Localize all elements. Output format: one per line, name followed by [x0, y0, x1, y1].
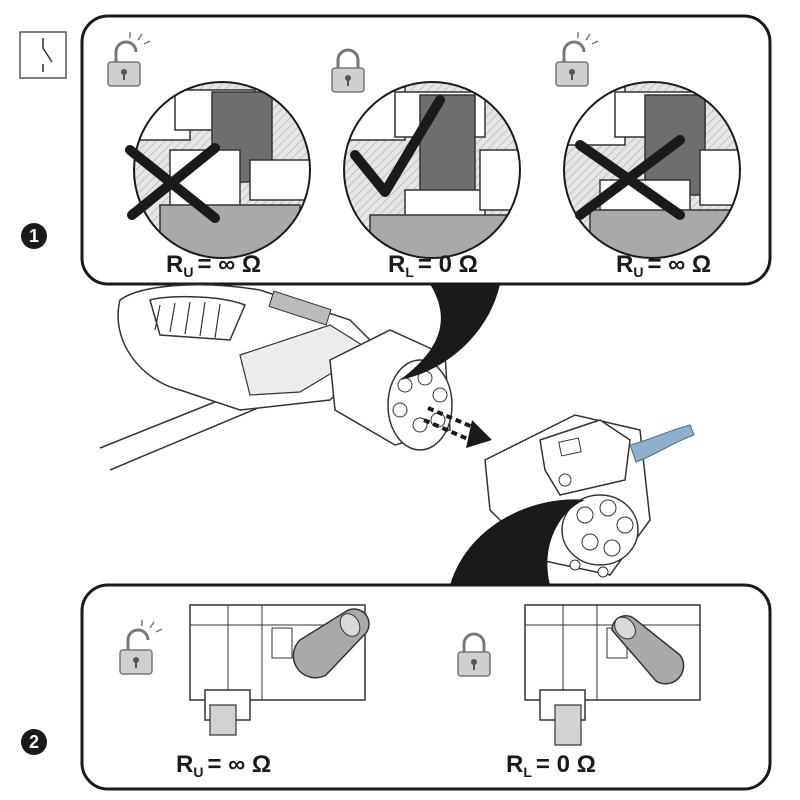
insertion-arrow-icon: [423, 406, 492, 448]
cross-mark-icon: [575, 135, 685, 220]
resistance-label: RU= ∞ Ω: [166, 251, 261, 280]
cross-mark-icon: [125, 143, 220, 223]
detail-view-unlocked-1: [133, 81, 311, 259]
padlock-closed-icon: [331, 48, 365, 93]
padlock-open-icon: [119, 620, 163, 675]
resistance-label: RL= 0 Ω: [506, 751, 596, 780]
step2-number: 2: [29, 732, 39, 752]
padlock-open-icon: [555, 32, 599, 87]
resistance-label: RL= 0 Ω: [388, 251, 478, 280]
callout-pointer: [400, 284, 500, 380]
lock-actuator-locked: [524, 604, 701, 746]
step1-number: 1: [29, 226, 39, 246]
padlock-closed-icon: [457, 632, 491, 677]
check-mark-icon: [350, 95, 445, 197]
step-number-badge: 2: [21, 729, 47, 755]
resistance-label: RU= ∞ Ω: [616, 251, 711, 280]
detail-view-locked: [343, 81, 521, 259]
step-number-badge: 1: [21, 223, 47, 249]
switch-symbol-icon: [19, 31, 67, 79]
charging-plug-illustration: [99, 284, 453, 471]
callout-pointer: [450, 499, 585, 585]
padlock-open-icon: [107, 32, 151, 87]
resistance-label: RU= ∞ Ω: [176, 751, 271, 780]
lock-actuator-unlocked: [189, 604, 370, 736]
